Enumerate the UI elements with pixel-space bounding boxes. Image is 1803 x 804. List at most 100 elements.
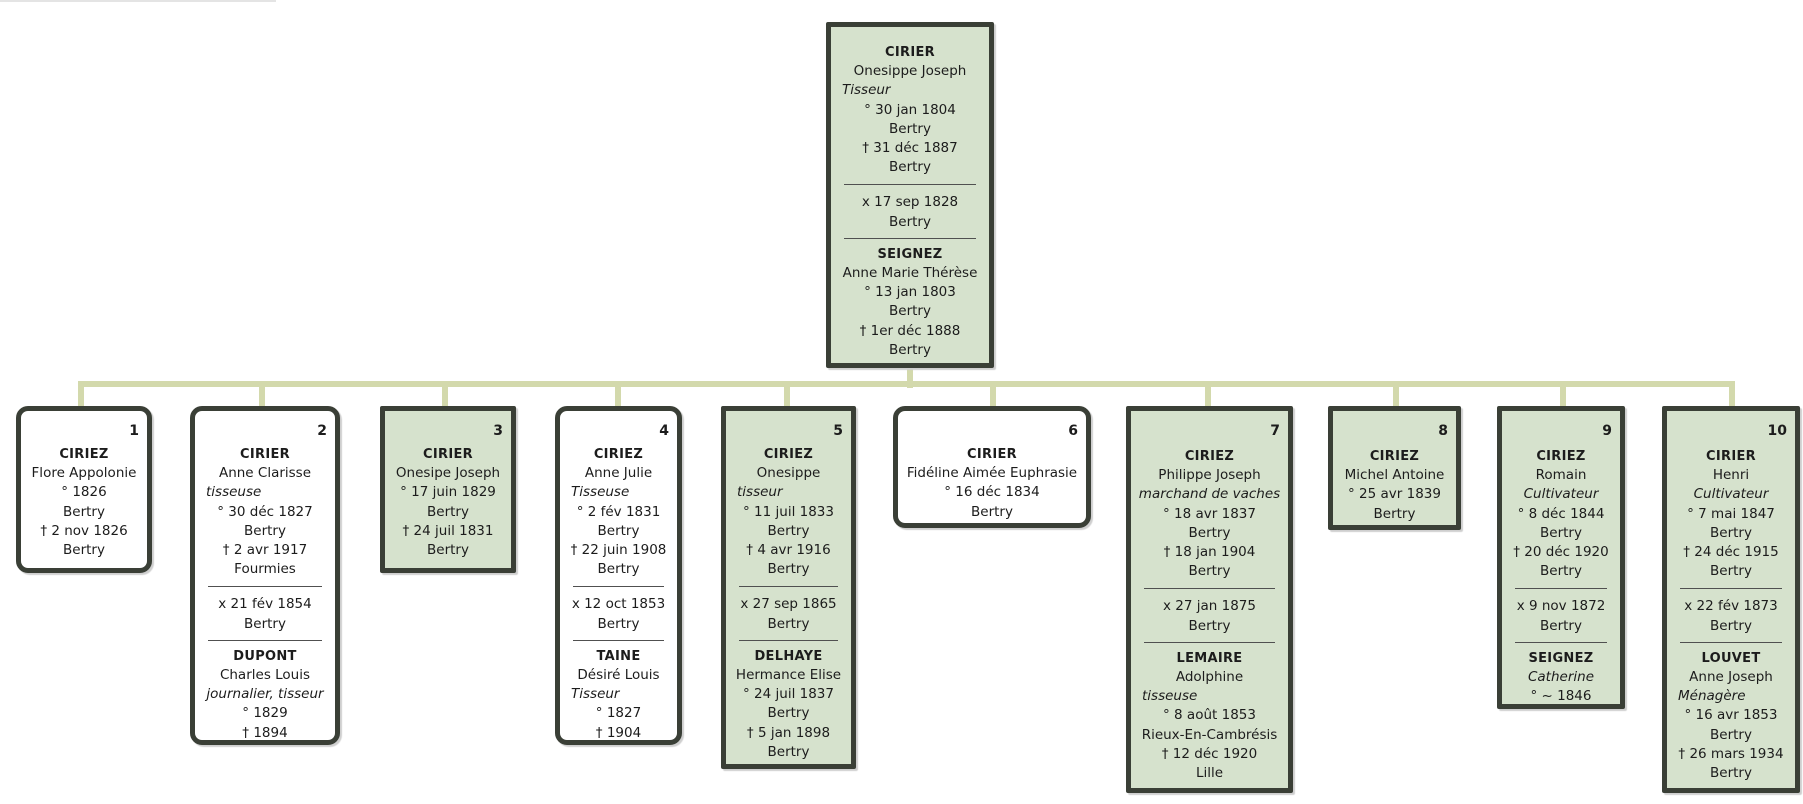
spouse-death-date: † 26 mars 1934 [1678,745,1784,762]
spouse-given-name: Hermance Elise [735,667,842,684]
child-occupation: tisseuse [206,484,262,501]
child-card-1[interactable]: 1 CIRIEZ Flore Appolonie ° 1826 Bertry †… [16,406,152,573]
child-surname: CIRIER [1706,449,1756,464]
connector-line-5 [784,381,790,408]
marriage-place: Bertry [597,615,640,632]
child-given-name: Henri [1712,467,1750,484]
spouse-separator [208,639,322,641]
spouse-birth-date: ° 1827 [595,705,642,722]
child-surname: CIRIEZ [59,447,109,462]
child-birth-place: Bertry [427,503,469,520]
child-card-6[interactable]: 6 CIRIER Fidéline Aimée Euphrasie ° 16 d… [893,406,1091,528]
child-birth-date: ° 7 mai 1847 [1687,505,1775,522]
child-death-place: Bertry [767,561,810,578]
spouse-death-date: † 5 jan 1898 [746,724,831,741]
connector-line-9 [1560,381,1566,408]
child-birth-place: Bertry [767,522,810,539]
spouse-separator [1515,641,1607,643]
spouse-surname: DUPONT [233,648,297,664]
child-death-place: Bertry [1188,563,1231,580]
spouse-birth-place: Bertry [767,705,810,722]
marriage-date: x 9 nov 1872 [1516,598,1606,615]
spouse-surname: LOUVET [1701,650,1761,666]
spouse-death-place: Bertry [1710,765,1752,782]
child-death-date: † 2 nov 1826 [40,522,128,539]
marriage-date: x 27 sep 1865 [740,596,837,613]
marriage-place: Bertry [1188,617,1231,634]
child-number: 8 [1438,423,1448,439]
child-death-date: † 2 avr 1917 [222,542,308,559]
child-death-date: † 18 jan 1904 [1163,544,1256,561]
child-given-name: Michel Antoine [1344,467,1445,484]
marriage-place: Bertry [244,615,286,632]
child-surname: CIRIER [423,447,473,462]
spouse-occupation: tisseuse [1142,688,1198,705]
child-card-9[interactable]: 9 CIRIEZ Romain Cultivateur ° 8 déc 1844… [1497,406,1625,709]
connector-line-6 [990,381,996,408]
spouse-separator [739,639,838,641]
child-birth-date: ° 17 juin 1829 [400,484,496,501]
spouse-death-date: † 1904 [595,724,642,741]
spouse-surname: DELHAYE [754,648,823,664]
child-birth-place: Bertry [1373,505,1416,522]
spouse-given-name: Désiré Louis [577,667,660,684]
child-given-name: Onesippe [756,465,821,482]
child-given-name: Philippe Joseph [1158,467,1261,484]
spouse-birth-place: Rieux-En-Cambrésis [1141,726,1278,743]
spouse-separator [1680,641,1782,643]
connector-line-10 [1729,381,1735,408]
child-birth-date: ° 8 déc 1844 [1517,505,1605,522]
child-card-5[interactable]: 5 CIRIEZ Onesippe tisseur ° 11 juil 1833… [721,406,856,769]
child-given-name: Onesipe Joseph [395,465,501,482]
root-marriage-place: Bertry [889,213,931,230]
child-separator [1144,588,1275,590]
marriage-place: Bertry [1540,617,1582,634]
child-card-3[interactable]: 3 CIRIER Onesipe Joseph ° 17 juin 1829 B… [380,406,516,573]
spouse-birth-date: ° 8 août 1853 [1163,707,1256,724]
child-death-place: Bertry [427,542,469,559]
child-birth-place: Bertry [597,522,640,539]
child-separator [208,586,322,588]
root-separator [844,184,976,186]
spouse-occupation: journalier, tisseur [206,686,324,703]
child-death-date: † 24 juil 1831 [402,522,494,539]
child-given-name: Anne Julie [584,465,653,482]
spouse-death-date: † 1894 [242,724,288,741]
child-death-date: † 20 déc 1920 [1513,544,1609,561]
child-given-name: Anne Clarisse [218,465,312,482]
child-separator [739,586,838,588]
spouse-surname: LEMAIRE [1176,650,1243,666]
child-birth-place: Bertry [244,522,286,539]
child-death-place: Bertry [1540,563,1582,580]
child-birth-date: ° 11 juil 1833 [743,503,834,520]
child-number: 1 [129,423,139,439]
marriage-date: x 22 fév 1873 [1684,598,1778,615]
child-card-2[interactable]: 2 CIRIER Anne Clarisse tisseuse ° 30 déc… [190,406,340,745]
child-birth-date: ° 2 fév 1831 [576,503,661,520]
spouse-birth-date: ° 16 avr 1853 [1684,707,1778,724]
child-occupation: Cultivateur [1523,486,1599,503]
root-spouse-death-date: † 1er déc 1888 [859,322,961,339]
child-card-10[interactable]: 10 CIRIER Henri Cultivateur ° 7 mai 1847… [1662,406,1800,793]
child-separator [1515,588,1607,590]
child-surname: CIRIER [967,447,1017,462]
connector-line-3 [442,381,448,408]
child-occupation: Cultivateur [1693,486,1769,503]
child-given-name: Flore Appolonie [31,465,137,482]
marriage-date: x 27 jan 1875 [1163,598,1256,615]
child-surname: CIRIEZ [763,447,814,462]
root-occupation: Tisseur [842,82,891,99]
top-divider [0,0,276,2]
child-death-date: † 24 déc 1915 [1683,544,1779,561]
root-couple-card[interactable]: CIRIER Onesippe Joseph Tisseur ° 30 jan … [826,22,994,368]
child-card-4[interactable]: 4 CIRIEZ Anne Julie Tisseuse ° 2 fév 183… [555,406,682,745]
marriage-date: x 21 fév 1854 [218,596,312,613]
child-separator [1680,588,1782,590]
child-card-7[interactable]: 7 CIRIEZ Philippe Joseph marchand de vac… [1126,406,1293,793]
spouse-given-name: Anne Joseph [1689,669,1773,686]
marriage-place: Bertry [767,615,810,632]
spouse-birth-place: Bertry [1710,726,1752,743]
child-card-8[interactable]: 8 CIRIEZ Michel Antoine ° 25 avr 1839 Be… [1328,406,1461,530]
marriage-date: x 12 oct 1853 [571,596,666,613]
child-death-date: † 4 avr 1916 [746,542,831,559]
